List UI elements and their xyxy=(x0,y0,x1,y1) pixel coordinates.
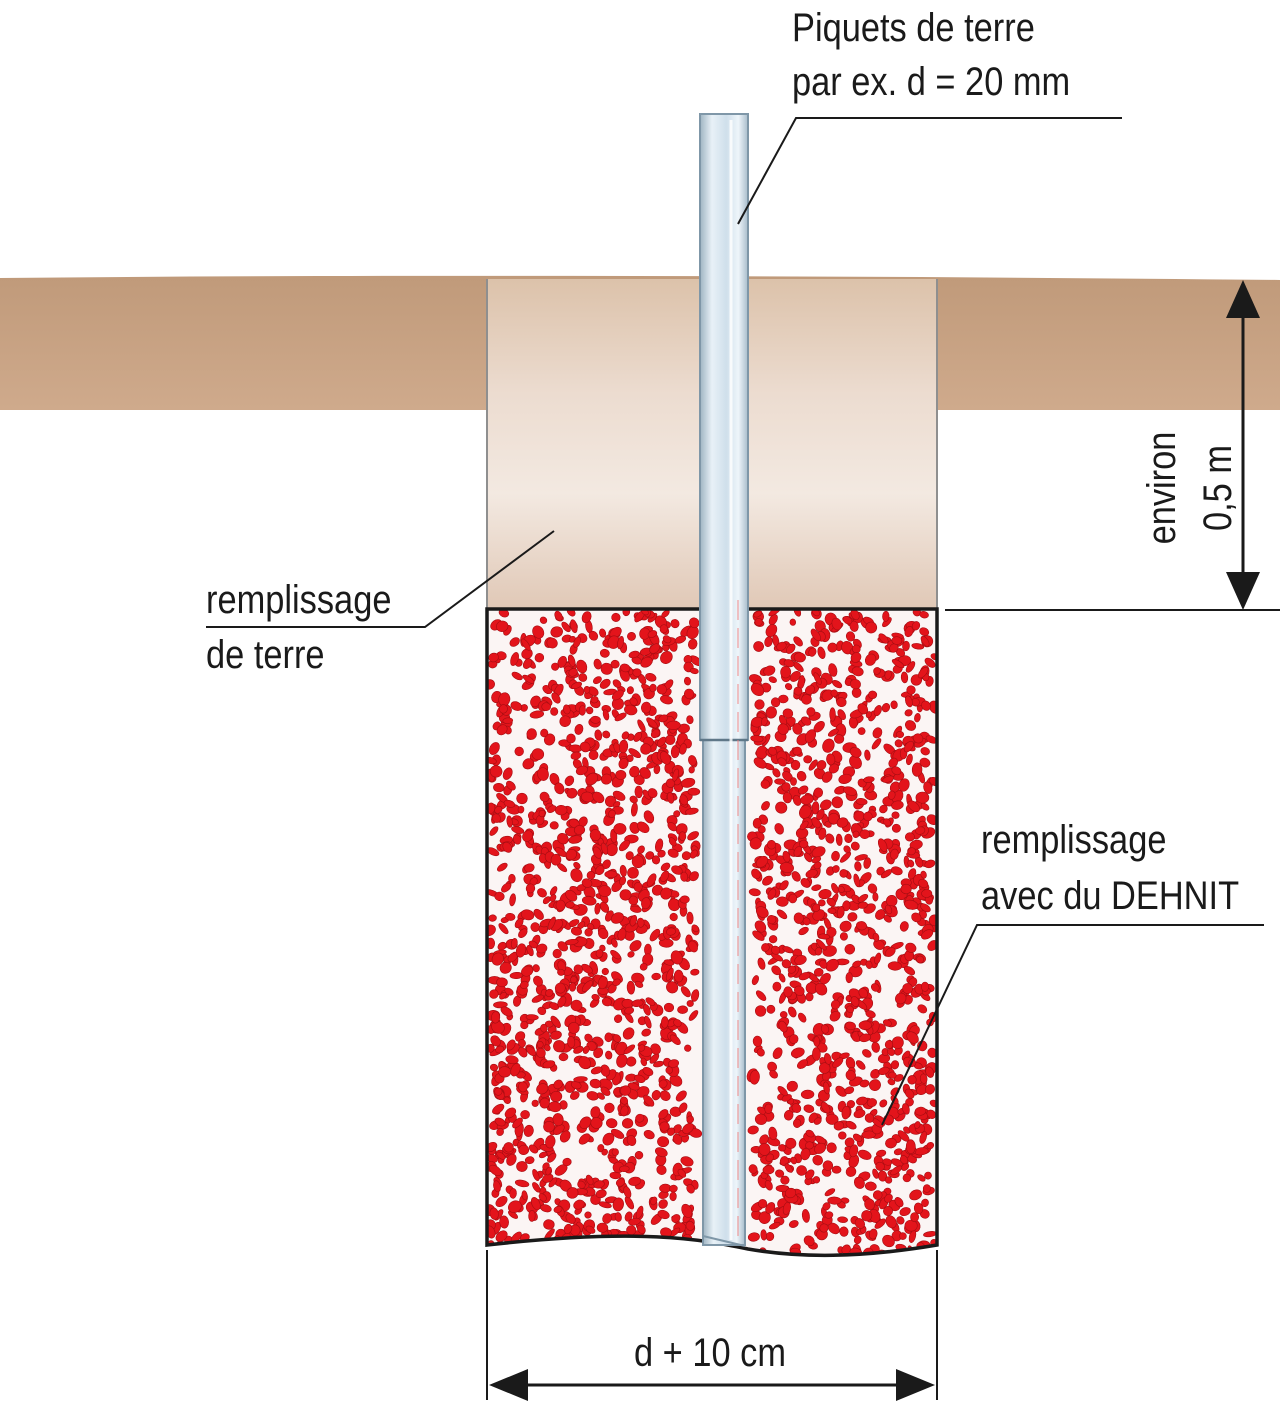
width-arrow-right xyxy=(896,1369,935,1401)
width-arrow-left xyxy=(489,1369,528,1401)
dehnit-granules xyxy=(487,609,937,1256)
depth-arrow-bottom xyxy=(1226,572,1260,610)
dehnit-pit-outline xyxy=(485,607,939,1258)
soil-fill-label-line2: de terre xyxy=(206,633,325,677)
rod-bottom-edge xyxy=(702,1235,746,1247)
rod-leader-line xyxy=(737,117,1122,225)
depth-arrow-top xyxy=(1226,280,1260,318)
earth-rod-upper xyxy=(699,113,749,741)
rod-label-line2: par ex. d = 20 mm xyxy=(792,60,1071,104)
rod-label-line1: Piquets de terre xyxy=(792,6,1035,50)
depth-label-line1: environ xyxy=(1140,431,1184,545)
width-label: d + 10 cm xyxy=(633,1331,787,1375)
dehnit-fill-label-line1: remplissage xyxy=(981,818,1167,862)
soil-fill-label-line1: remplissage xyxy=(206,578,392,622)
depth-label-line2: 0,5 m xyxy=(1196,444,1240,532)
soil-fill-leader-line xyxy=(206,530,555,628)
dehnit-fill-leader-line xyxy=(881,924,1264,1126)
depth-label: environ 0,5 m xyxy=(1134,376,1246,600)
dehnit-fill-label-line2: avec du DEHNIT xyxy=(981,874,1240,918)
